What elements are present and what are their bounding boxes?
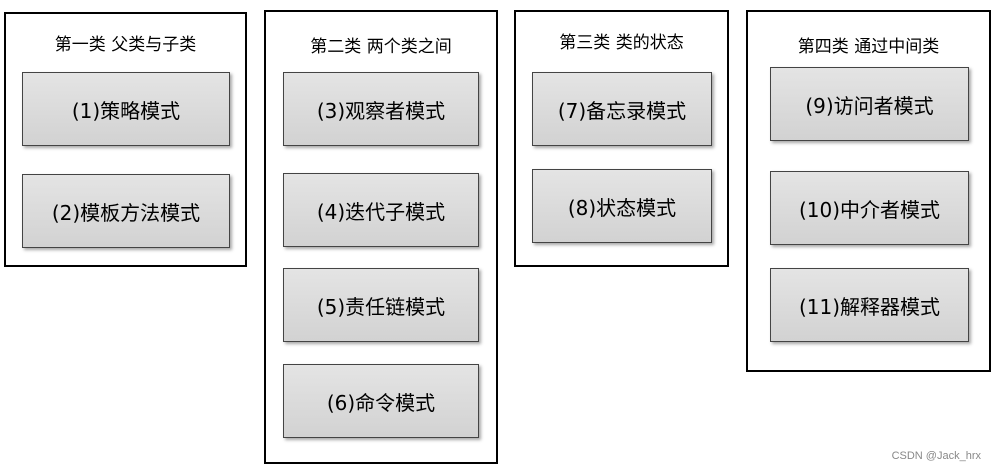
pattern-state: (8)状态模式 bbox=[532, 169, 712, 243]
group-title: 第二类 两个类之间 bbox=[310, 37, 452, 57]
pattern-interpreter: (11)解释器模式 bbox=[770, 268, 969, 342]
watermark: CSDN @Jack_hrx bbox=[891, 450, 981, 462]
group-via-intermediate-class: 第四类 通过中间类 (9)访问者模式 (10)中介者模式 (11)解释器模式 bbox=[746, 10, 991, 372]
group-parent-child: 第一类 父类与子类 (1)策略模式 (2)模板方法模式 bbox=[4, 12, 247, 267]
pattern-chain-of-responsibility: (5)责任链模式 bbox=[283, 268, 479, 342]
pattern-template-method: (2)模板方法模式 bbox=[22, 174, 230, 248]
group-title: 第三类 类的状态 bbox=[559, 33, 684, 53]
group-title: 第一类 父类与子类 bbox=[54, 35, 197, 55]
group-title: 第四类 通过中间类 bbox=[797, 37, 940, 57]
pattern-iterator: (4)迭代子模式 bbox=[283, 173, 479, 247]
group-between-two-classes: 第二类 两个类之间 (3)观察者模式 (4)迭代子模式 (5)责任链模式 (6)… bbox=[264, 10, 498, 464]
group-class-state: 第三类 类的状态 (7)备忘录模式 (8)状态模式 bbox=[514, 10, 729, 267]
pattern-observer: (3)观察者模式 bbox=[283, 72, 479, 146]
pattern-strategy: (1)策略模式 bbox=[22, 72, 230, 146]
pattern-visitor: (9)访问者模式 bbox=[770, 67, 969, 141]
pattern-memento: (7)备忘录模式 bbox=[532, 72, 712, 146]
pattern-mediator: (10)中介者模式 bbox=[770, 171, 969, 245]
pattern-command: (6)命令模式 bbox=[283, 364, 479, 438]
